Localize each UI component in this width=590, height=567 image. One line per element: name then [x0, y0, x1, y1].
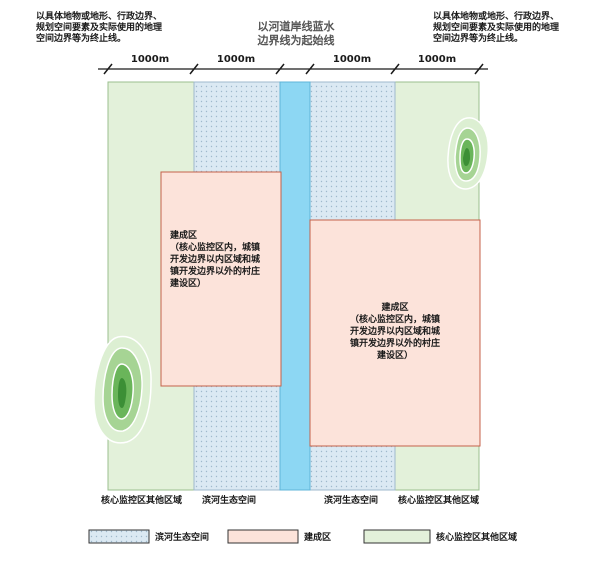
note-top-center: 以河道岸线蓝水 边界线为起始线 [257, 20, 335, 47]
note-top-right: 以具体地物或地形、行政边界、 规划空间要素及实际使用的地理 空间边界等为终止线。 [433, 12, 560, 44]
river [279, 81, 311, 491]
legend-swatch-riverside [88, 529, 150, 544]
dimension-label-1: 1000m [130, 54, 170, 65]
label-left-riverside: 滨河生态空间 [202, 496, 257, 506]
vegetation-blob-right [447, 117, 489, 190]
built-zone-right-box [309, 219, 481, 447]
built-zone-left-box [160, 171, 282, 387]
legend-label-green: 核心监控区其他区域 [436, 533, 518, 543]
vegetation-blob-left [93, 335, 152, 444]
legend-label-riverside: 滨河生态空间 [155, 533, 210, 543]
built-zone-left-text: 建成区 （核心监控区内，城镇 开发边界以内区域和城 镇开发边界以外的村庄 建设区… [170, 231, 261, 289]
dimension-label-3: 1000m [332, 54, 372, 65]
label-far-left: 核心监控区其他区域 [101, 496, 183, 506]
label-right-riverside: 滨河生态空间 [324, 496, 379, 506]
legend-swatch-built [227, 529, 299, 544]
built-zone-right-text: 建成区 （核心监控区内，城镇 开发边界以内区域和城 镇开发边界以外的村庄 建设区… [349, 303, 440, 361]
legend-swatch-green [363, 529, 431, 544]
legend-label-built: 建成区 [304, 533, 332, 543]
dimension-label-2: 1000m [216, 54, 256, 65]
label-far-right: 核心监控区其他区域 [398, 496, 480, 506]
dimension-ticks [103, 63, 484, 75]
dimension-label-4: 1000m [417, 54, 457, 65]
note-top-left: 以具体地物或地形、行政边界、 规划空间要素及实际使用的地理 空间边界等为终止线。 [36, 12, 163, 44]
